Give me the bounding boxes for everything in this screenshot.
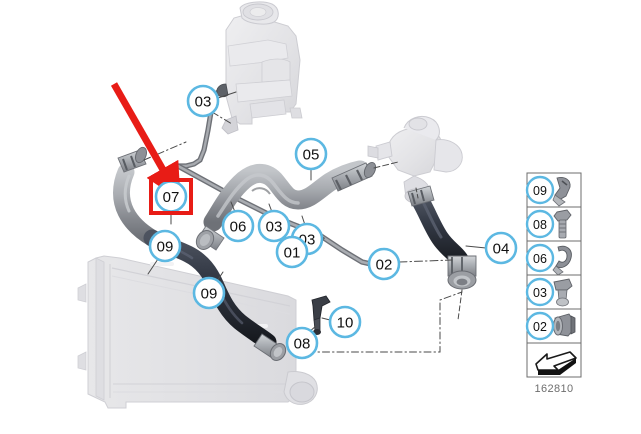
callout-label: 10	[337, 315, 354, 332]
callout-circle	[192, 276, 226, 310]
callout-label: 03	[266, 219, 283, 236]
callout-label: 03	[195, 94, 212, 111]
callout-circle	[484, 231, 518, 265]
part-05-upper-radiator-hose	[195, 160, 377, 251]
callout-03-mid[interactable]: 03	[257, 209, 291, 243]
legend-panel: 09 08 06 03 02	[525, 172, 582, 378]
legend-label: 03	[533, 286, 547, 300]
callout-circle	[221, 209, 255, 243]
callout-label: 01	[284, 245, 301, 262]
callout-label: 09	[201, 286, 218, 303]
spring-clamp-icon	[552, 245, 572, 276]
quick-connector-icon	[553, 278, 573, 307]
callout-circle	[186, 84, 220, 118]
callout-09-lower[interactable]: 09	[192, 276, 226, 310]
legend-item-02[interactable]: 02	[525, 308, 582, 344]
callout-label: 04	[493, 241, 510, 258]
callout-circle	[257, 209, 291, 243]
arrow-marker-shadow	[538, 358, 576, 375]
legend-callout-circle	[525, 277, 555, 307]
legend-cell	[526, 342, 582, 378]
callout-circle	[275, 235, 309, 269]
legend-item-06[interactable]: 06	[525, 240, 582, 276]
callout-label: 02	[376, 257, 393, 274]
callout-circle	[285, 326, 319, 360]
expansion-tank-ghost	[221, 1, 303, 135]
callout-circle	[328, 305, 362, 339]
hose-clamp-angled-icon	[552, 177, 571, 207]
callout-08[interactable]: 08	[285, 326, 319, 360]
callout-02[interactable]: 02	[367, 247, 401, 281]
legend-item-09[interactable]: 09	[525, 172, 582, 208]
callout-label: 08	[294, 336, 311, 353]
part-04-lower-radiator-hose	[407, 185, 477, 290]
callout-circle	[367, 247, 401, 281]
legend-caption: 162810	[534, 383, 573, 395]
callout-09-upper[interactable]: 09	[148, 229, 182, 263]
callout-label: 06	[230, 219, 247, 236]
legend-label: 09	[533, 184, 547, 198]
highlight-07-box[interactable]: 07	[149, 178, 193, 215]
callout-circle	[294, 137, 328, 171]
legend-callout-circle	[525, 311, 555, 341]
callout-04[interactable]: 04	[484, 231, 518, 265]
highlight-label-07: 07	[163, 189, 180, 206]
callout-05[interactable]: 05	[294, 137, 328, 171]
legend-label: 02	[533, 320, 547, 334]
arrow-marker-icon	[526, 342, 582, 378]
part-10-retaining-bracket	[311, 295, 331, 335]
legend-label: 08	[533, 218, 547, 232]
legend-callout-circle	[525, 175, 555, 205]
radiator-ghost	[77, 255, 318, 409]
callout-10[interactable]: 10	[328, 305, 362, 339]
legend-label: 06	[533, 252, 547, 266]
legend-item-03[interactable]: 03	[525, 274, 582, 310]
callout-label: 09	[157, 239, 174, 256]
red-pointer-arrow	[110, 82, 181, 201]
hex-bolt-icon	[553, 209, 572, 239]
callout-01[interactable]: 01	[275, 235, 309, 269]
legend-callout-circle	[525, 209, 555, 239]
callout-03-tank[interactable]: 03	[186, 84, 220, 118]
callout-label: 05	[303, 147, 320, 164]
callout-circle	[148, 229, 182, 263]
highlight-rectangle	[149, 178, 193, 215]
hose-coupler-icon	[553, 313, 576, 337]
callout-06[interactable]: 06	[221, 209, 255, 243]
legend-callout-circle	[525, 243, 555, 273]
